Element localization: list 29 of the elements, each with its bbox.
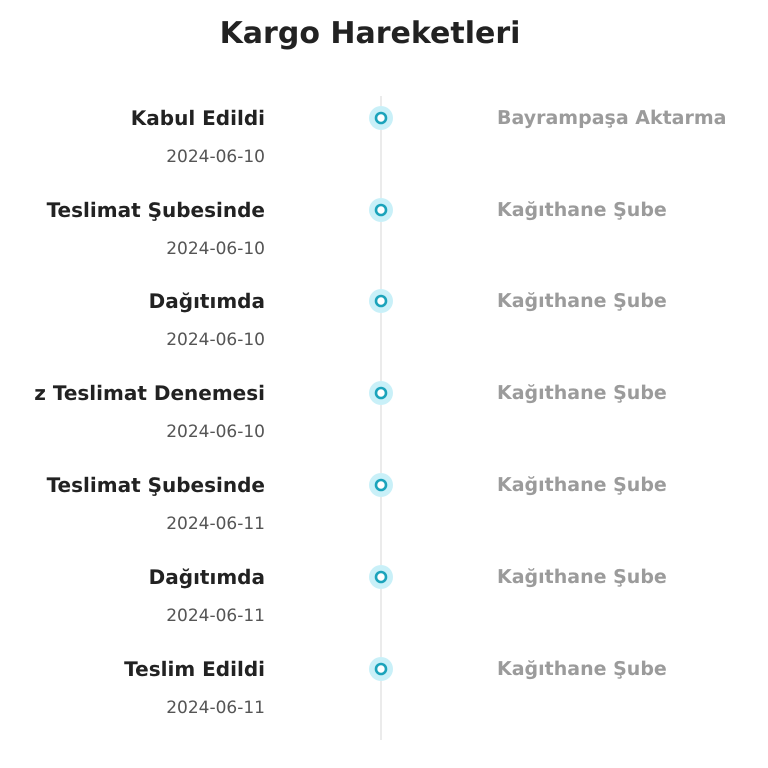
date-text: 2024-06-10 <box>166 146 265 168</box>
timeline-dot <box>369 657 393 681</box>
timeline-dot <box>369 198 393 222</box>
location-text: Kağıthane Şube <box>497 657 667 682</box>
date-text: 2024-06-10 <box>166 421 265 443</box>
timeline-dot <box>369 473 393 497</box>
date-text: 2024-06-10 <box>166 329 265 351</box>
status-text: Teslimat Şubesinde <box>46 472 265 498</box>
location-text: Kağıthane Şube <box>497 198 667 223</box>
status-text: Dağıtımda <box>148 288 265 314</box>
location-text: Bayrampaşa Aktarma <box>497 106 726 131</box>
timeline-dot <box>369 565 393 589</box>
status-text: Dağıtımda <box>148 564 265 590</box>
status-text: Kabul Edildi <box>130 105 265 131</box>
location-text: Kağıthane Şube <box>497 289 667 314</box>
location-text: Kağıthane Şube <box>497 473 667 498</box>
status-text: Teslimat Şubesinde <box>46 197 265 223</box>
title: Kargo Hareketleri <box>220 15 520 53</box>
date-text: 2024-06-10 <box>166 238 265 260</box>
date-text: 2024-06-11 <box>166 697 265 719</box>
status-text: z Teslimat Denemesi <box>34 380 265 406</box>
date-text: 2024-06-11 <box>166 605 265 627</box>
date-text: 2024-06-11 <box>166 513 265 535</box>
timeline-dot <box>369 381 393 405</box>
location-text: Kağıthane Şube <box>497 565 667 590</box>
timeline-dot <box>369 289 393 313</box>
status-text: Teslim Edildi <box>124 656 265 682</box>
timeline-dot <box>369 106 393 130</box>
location-text: Kağıthane Şube <box>497 381 667 406</box>
